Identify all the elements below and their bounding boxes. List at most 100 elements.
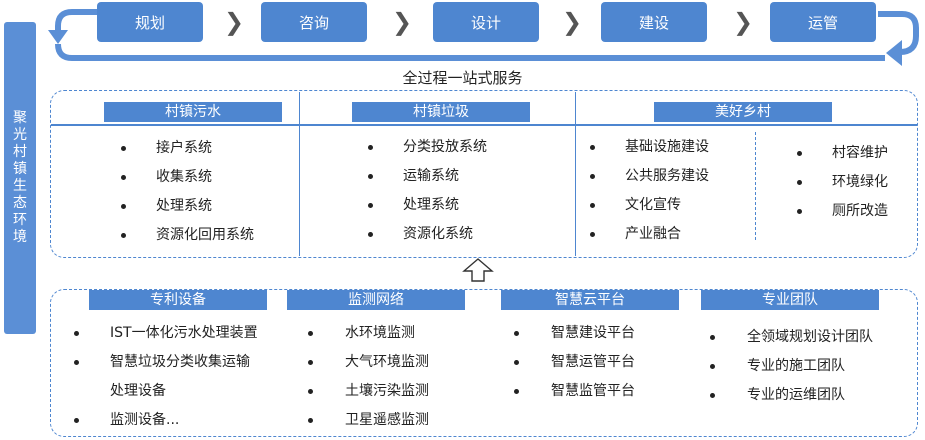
bottom-panel: [50, 289, 918, 437]
chevron-right-icon: ❯: [733, 8, 754, 36]
list-item-label: 土壤污染监测: [345, 383, 429, 399]
chevron-right-icon: ❯: [224, 8, 245, 36]
column-title-smart-cloud-platform: 智慧云平台: [501, 290, 679, 310]
list-village-left: 基础设施建设公共服务建设文化宣传产业融合: [590, 133, 709, 249]
bullet-icon: [308, 389, 313, 394]
list-item: 运输系统: [368, 162, 487, 191]
list-item: 村容维护: [797, 139, 888, 168]
list-item: 卫星遥感监测: [308, 406, 429, 435]
list-item-label: 智慧运管平台: [551, 354, 635, 370]
list-item: 分类投放系统: [368, 133, 487, 162]
list-item-label: 处理系统: [156, 198, 212, 214]
column-title-beautiful-village: 美好乡村: [654, 102, 832, 122]
list-item-label: 智慧建设平台: [551, 325, 635, 341]
list-item: 处理设备: [110, 377, 258, 406]
chevron-right-icon: ❯: [392, 8, 413, 36]
list-item: 公共服务建设: [590, 162, 709, 191]
list-patented-equipment: IST一体化污水处理装置智慧垃圾分类收集运输处理设备监测设备...: [74, 319, 258, 435]
list-item-label: 资源化系统: [403, 226, 473, 242]
column-title-monitoring-network: 监测网络: [287, 290, 465, 310]
list-item-label: 处理系统: [403, 197, 459, 213]
list-item-label: 环境绿化: [832, 174, 888, 190]
list-item: 大气环境监测: [308, 348, 429, 377]
list-item: 专业的运维团队: [710, 381, 873, 410]
column-divider: [299, 92, 300, 256]
step-construction: 建设: [601, 2, 707, 42]
bullet-icon: [514, 360, 519, 365]
bullet-icon: [308, 418, 313, 423]
list-item-label: 厕所改造: [832, 203, 888, 219]
bullet-icon: [590, 145, 595, 150]
list-item: 收集系统: [121, 163, 254, 192]
step-operation: 运管: [770, 2, 876, 42]
column-divider: [755, 132, 756, 240]
service-tagline: 全过程一站式服务: [402, 69, 523, 87]
list-professional-team: 全领域规划设计团队专业的施工团队专业的运维团队: [710, 323, 873, 410]
list-item: 全领域规划设计团队: [710, 323, 873, 352]
list-item-label: 村容维护: [832, 145, 888, 161]
bullet-icon: [797, 151, 802, 156]
list-item-label: 全领域规划设计团队: [747, 329, 873, 345]
side-label: 聚光村镇生态环境: [4, 22, 36, 334]
bullet-icon: [308, 331, 313, 336]
bullet-icon: [710, 335, 715, 340]
bullet-icon: [514, 331, 519, 336]
list-item: IST一体化污水处理装置: [74, 319, 258, 348]
list-item-label: 分类投放系统: [403, 139, 487, 155]
list-item: 接户系统: [121, 134, 254, 163]
bullet-icon: [368, 232, 373, 237]
list-item-label: 卫星遥感监测: [345, 412, 429, 428]
list-item-label: 文化宣传: [625, 197, 681, 213]
list-item-label: 智慧垃圾分类收集运输: [110, 354, 250, 370]
bullet-icon: [74, 331, 79, 336]
bullet-icon: [514, 389, 519, 394]
list-item-label: 处理设备: [110, 383, 166, 399]
column-title-village-sewage: 村镇污水: [104, 102, 282, 122]
list-item-label: 接户系统: [156, 140, 212, 156]
bullet-icon: [121, 204, 126, 209]
list-village-right: 村容维护环境绿化厕所改造: [797, 139, 888, 226]
list-item-label: 专业的施工团队: [747, 358, 845, 374]
bullet-icon: [368, 145, 373, 150]
list-item-label: 水环境监测: [345, 325, 415, 341]
bullet-icon: [121, 175, 126, 180]
bullet-icon: [710, 364, 715, 369]
step-consulting: 咨询: [261, 2, 367, 42]
bullet-icon: [368, 203, 373, 208]
bullet-icon: [121, 146, 126, 151]
list-item: 处理系统: [121, 192, 254, 221]
list-item: 智慧监管平台: [514, 377, 635, 406]
list-item: 处理系统: [368, 191, 487, 220]
list-item: 厕所改造: [797, 197, 888, 226]
column-divider: [575, 92, 576, 256]
list-item: 智慧运管平台: [514, 348, 635, 377]
list-item-label: 资源化回用系统: [156, 227, 254, 243]
bullet-icon: [74, 418, 79, 423]
header-rule: [51, 124, 917, 126]
list-item: 智慧垃圾分类收集运输: [74, 348, 258, 377]
list-item: 土壤污染监测: [308, 377, 429, 406]
bullet-icon: [590, 203, 595, 208]
list-item-label: IST一体化污水处理装置: [110, 325, 258, 341]
list-item: 文化宣传: [590, 191, 709, 220]
bullet-icon: [121, 233, 126, 238]
step-design: 设计: [433, 2, 539, 42]
bullet-icon: [590, 232, 595, 237]
bullet-icon: [308, 360, 313, 365]
top-panel: [50, 90, 918, 258]
list-item-label: 大气环境监测: [345, 354, 429, 370]
list-item: 产业融合: [590, 220, 709, 249]
list-item: 智慧建设平台: [514, 319, 635, 348]
bullet-icon: [74, 360, 79, 365]
bullet-icon: [368, 174, 373, 179]
bullet-icon: [797, 180, 802, 185]
list-item-label: 专业的运维团队: [747, 387, 845, 403]
column-title-village-garbage: 村镇垃圾: [352, 102, 530, 122]
list-sewage: 接户系统收集系统处理系统资源化回用系统: [121, 134, 254, 250]
list-item: 监测设备...: [74, 406, 258, 435]
up-arrow-icon: [462, 258, 494, 282]
list-item-label: 基础设施建设: [625, 139, 709, 155]
list-garbage: 分类投放系统运输系统处理系统资源化系统: [368, 133, 487, 249]
bullet-icon: [590, 174, 595, 179]
list-item-label: 公共服务建设: [625, 168, 709, 184]
